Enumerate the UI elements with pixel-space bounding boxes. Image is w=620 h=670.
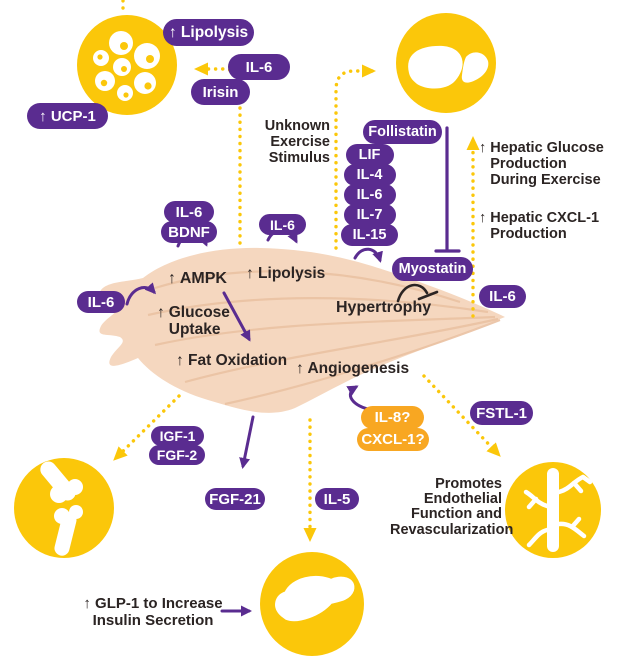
pill-bdnf: BDNF bbox=[161, 221, 217, 243]
pill-il5: IL-5 bbox=[315, 488, 359, 510]
dotted-arrow-muscle-to-bone bbox=[113, 394, 181, 461]
blood-vessel-icon bbox=[523, 468, 593, 552]
lipolysis-muscle-label: ↑ Lipolysis bbox=[246, 265, 326, 282]
arrow-cytokines-to-hypertrophy bbox=[353, 247, 383, 263]
arrow-muscle-to-fgf21 bbox=[239, 415, 255, 469]
arrow-il6-left-into-muscle bbox=[125, 282, 156, 306]
unknown-exercise-stimulus-label: Unknown Exercise Stimulus bbox=[264, 118, 330, 166]
hepatic-glucose-text: Hepatic Glucose Production During Exerci… bbox=[490, 140, 604, 189]
pill-il7: IL-7 bbox=[343, 204, 396, 226]
vessel-organ bbox=[505, 462, 601, 558]
pill-fstl1: FSTL-1 bbox=[470, 401, 533, 425]
pill-fgf21: FGF-21 bbox=[205, 488, 265, 510]
pill-il6-to-liver: IL-6 bbox=[479, 285, 526, 308]
pill-il8: IL-8? bbox=[361, 406, 424, 429]
glucose-uptake-note: ↑ Glucose Uptake bbox=[157, 304, 230, 339]
pill-fgf2: FGF-2 bbox=[149, 445, 205, 465]
pill-irisin: Irisin bbox=[191, 79, 250, 105]
pancreas-organ bbox=[260, 552, 364, 656]
up-arrow: ↑ bbox=[157, 304, 165, 321]
pill-il15: IL-15 bbox=[341, 224, 398, 246]
pill-myostatin: Myostatin bbox=[392, 257, 473, 281]
hepatic-cxcl1-text: Hepatic CXCL-1 Production bbox=[490, 210, 600, 243]
liver-organ bbox=[396, 13, 496, 113]
adipose-organ bbox=[77, 15, 177, 115]
liver-icon bbox=[408, 45, 489, 89]
pancreas-icon bbox=[275, 575, 355, 622]
cytokine-stack: LIF IL-4 IL-6 IL-7 IL-15 bbox=[341, 144, 398, 246]
pill-il6-left: IL-6 bbox=[77, 291, 125, 313]
inhibition-follistatin-myostatin bbox=[434, 126, 461, 253]
arrow-ampk-to-fat-oxidation bbox=[222, 291, 251, 342]
up-arrow: ↑ bbox=[479, 140, 487, 156]
bone-joint-icon bbox=[40, 461, 83, 556]
pill-il6-ampk: IL-6 bbox=[164, 201, 214, 223]
pill-il6-lipolysis: IL-6 bbox=[259, 214, 306, 235]
pill-igf1: IGF-1 bbox=[151, 426, 204, 446]
pill-follistatin: Follistatin bbox=[363, 120, 442, 144]
angiogenesis-label: ↑ Angiogenesis bbox=[296, 360, 410, 377]
glucose-uptake-text: Glucose Uptake bbox=[168, 304, 230, 339]
hepatic-cxcl1-note: ↑ Hepatic CXCL-1 Production bbox=[479, 210, 599, 242]
pill-il6-stack: IL-6 bbox=[343, 184, 396, 206]
fat-cells-icon bbox=[93, 31, 160, 101]
promotes-endothelial-label: Promotes Endothelial Function and Revasc… bbox=[390, 476, 514, 538]
inhibition-myostatin-hypertrophy bbox=[396, 283, 439, 303]
fat-oxidation-label: ↑ Fat Oxidation bbox=[176, 352, 288, 369]
pill-il4: IL-4 bbox=[343, 164, 396, 186]
hepatic-glucose-note: ↑ Hepatic Glucose Production During Exer… bbox=[479, 140, 604, 189]
up-arrow: ↑ bbox=[479, 210, 487, 226]
hypertrophy-label: Hypertrophy bbox=[336, 299, 432, 316]
pill-lipolysis-adipose: ↑ Lipolysis bbox=[163, 19, 254, 46]
pill-lif: LIF bbox=[345, 144, 394, 166]
pill-ucp1: ↑ UCP-1 bbox=[27, 103, 108, 129]
bone-organ bbox=[14, 458, 114, 558]
ampk-label: ↑ AMPK bbox=[168, 270, 227, 287]
glp1-label: ↑ GLP-1 to Increase Insulin Secretion bbox=[83, 595, 223, 629]
pill-cxcl1: CXCL-1? bbox=[357, 428, 429, 451]
pill-il6-adipose: IL-6 bbox=[228, 54, 290, 80]
